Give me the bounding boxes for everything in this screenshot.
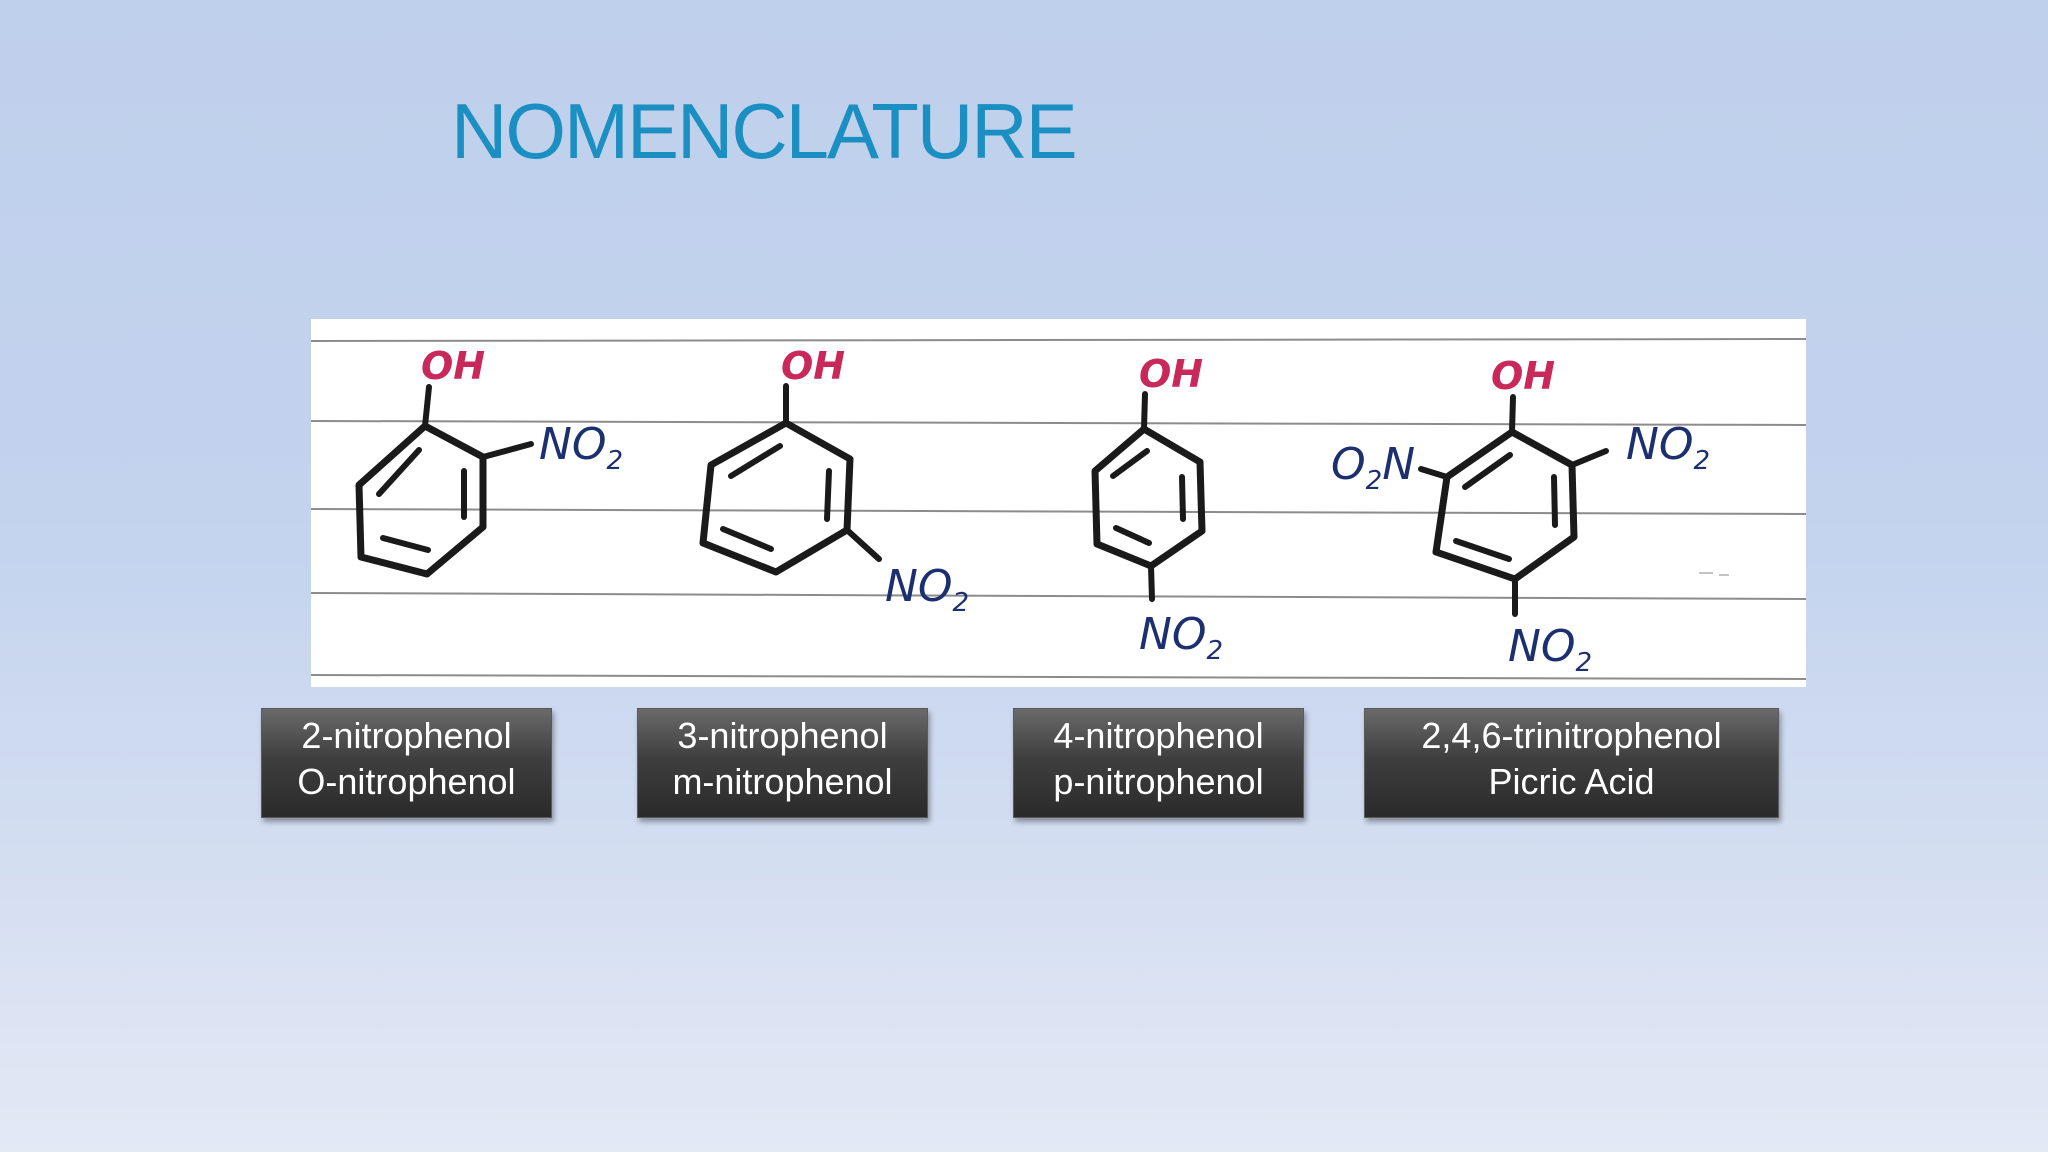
oh-label: OH	[781, 344, 845, 388]
no2-label: NO	[1508, 621, 1576, 672]
no2-label: NO	[885, 561, 953, 612]
label-2-nitrophenol: 2-nitrophenol O-nitrophenol	[261, 708, 552, 818]
label-common-name: O-nitrophenol	[297, 761, 516, 802]
oh-label: OH	[421, 344, 485, 388]
label-common-name: Picric Acid	[1488, 761, 1655, 802]
structure-2-nitrophenol: OH NO2	[355, 344, 623, 578]
svg-text:NO2: NO2	[1508, 621, 1592, 678]
label-iupac-name: 4-nitrophenol	[1053, 715, 1264, 756]
structures-drawing: OH NO2 OH NO2 OH NO2	[311, 338, 1806, 680]
structure-picric-acid: OH NO2 O2N NO2	[1331, 354, 1710, 678]
label-common-name: m-nitrophenol	[672, 761, 893, 802]
structures-figure: OH NO2 OH NO2 OH NO2	[311, 319, 1806, 687]
label-common-name: p-nitrophenol	[1053, 761, 1264, 802]
smudge-mark	[1699, 572, 1729, 576]
no2-label: NO	[1139, 609, 1207, 660]
label-4-nitrophenol: 4-nitrophenol p-nitrophenol	[1013, 708, 1304, 818]
svg-text:NO2: NO2	[539, 419, 623, 476]
oh-label: OH	[1491, 354, 1555, 398]
structure-3-nitrophenol: OH NO2	[699, 344, 969, 618]
label-3-nitrophenol: 3-nitrophenol m-nitrophenol	[637, 708, 928, 818]
label-iupac-name: 3-nitrophenol	[677, 715, 888, 756]
slide-title: NOMENCLATURE	[451, 87, 1078, 175]
oh-label: OH	[1139, 352, 1203, 396]
svg-text:NO2: NO2	[1626, 419, 1710, 476]
label-iupac-name: 2,4,6-trinitrophenol	[1421, 715, 1722, 756]
no2-label: NO	[539, 419, 607, 470]
label-trinitrophenol: 2,4,6-trinitrophenol Picric Acid	[1364, 708, 1779, 818]
svg-text:NO2: NO2	[1139, 609, 1223, 666]
label-iupac-name: 2-nitrophenol	[301, 715, 512, 756]
paper-lines	[311, 338, 1806, 680]
no2-label: NO	[1626, 419, 1694, 470]
svg-text:NO2: NO2	[885, 561, 969, 618]
o2n-label: O2N	[1331, 439, 1415, 496]
structure-4-nitrophenol: OH NO2	[1091, 352, 1223, 666]
